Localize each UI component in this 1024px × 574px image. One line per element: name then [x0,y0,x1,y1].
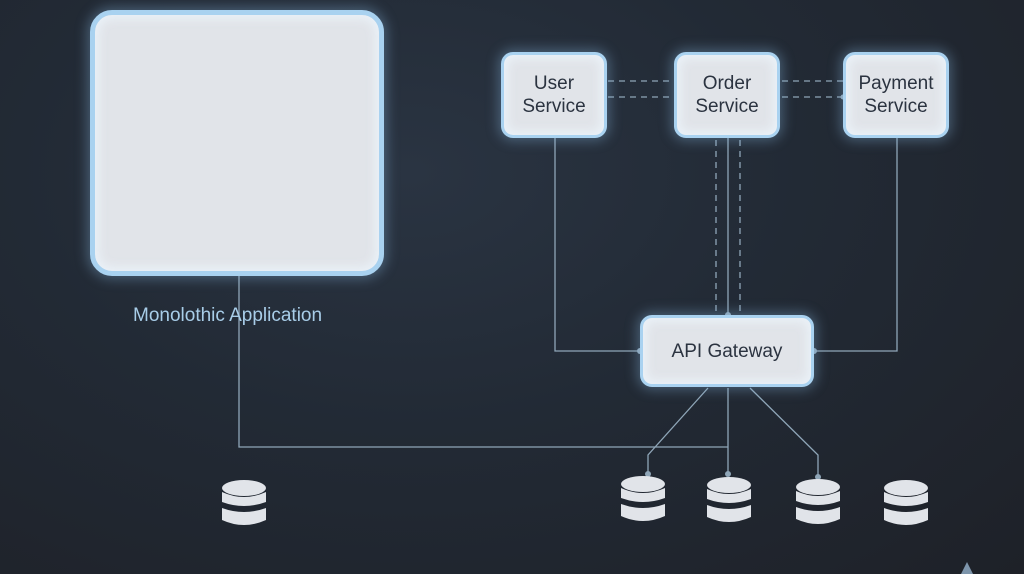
payment-service-line2: Service [864,96,928,117]
payment-service-line1: Payment [858,73,934,94]
order-service-line1: Order [702,73,752,94]
wire-monolith-to-db-bus [238,276,728,448]
database-icon [796,479,840,524]
connector-dot [725,471,731,477]
user-service-line1: User [533,73,575,94]
wire-payment-to-gateway [814,138,898,352]
wire-gateway-to-db-3 [749,387,819,477]
database-icon [707,477,751,522]
api-gateway-label: API Gateway [671,340,783,362]
wire-gateway-to-db-1 [647,387,709,474]
order-service-line2: Service [695,96,759,117]
database-icon [621,476,665,521]
monolithic-application-box[interactable] [90,10,384,276]
database-icon [884,480,928,525]
arrow-up-icon [961,562,973,574]
wire-user-to-gateway [554,138,640,352]
connector-dot [815,474,821,480]
database-icon [222,480,266,525]
user-service-line2: Service [522,96,586,117]
monolith-label: Monolothic Application [133,305,323,326]
connector-dot [645,471,651,477]
api-gateway-node[interactable]: API Gateway [640,315,814,387]
